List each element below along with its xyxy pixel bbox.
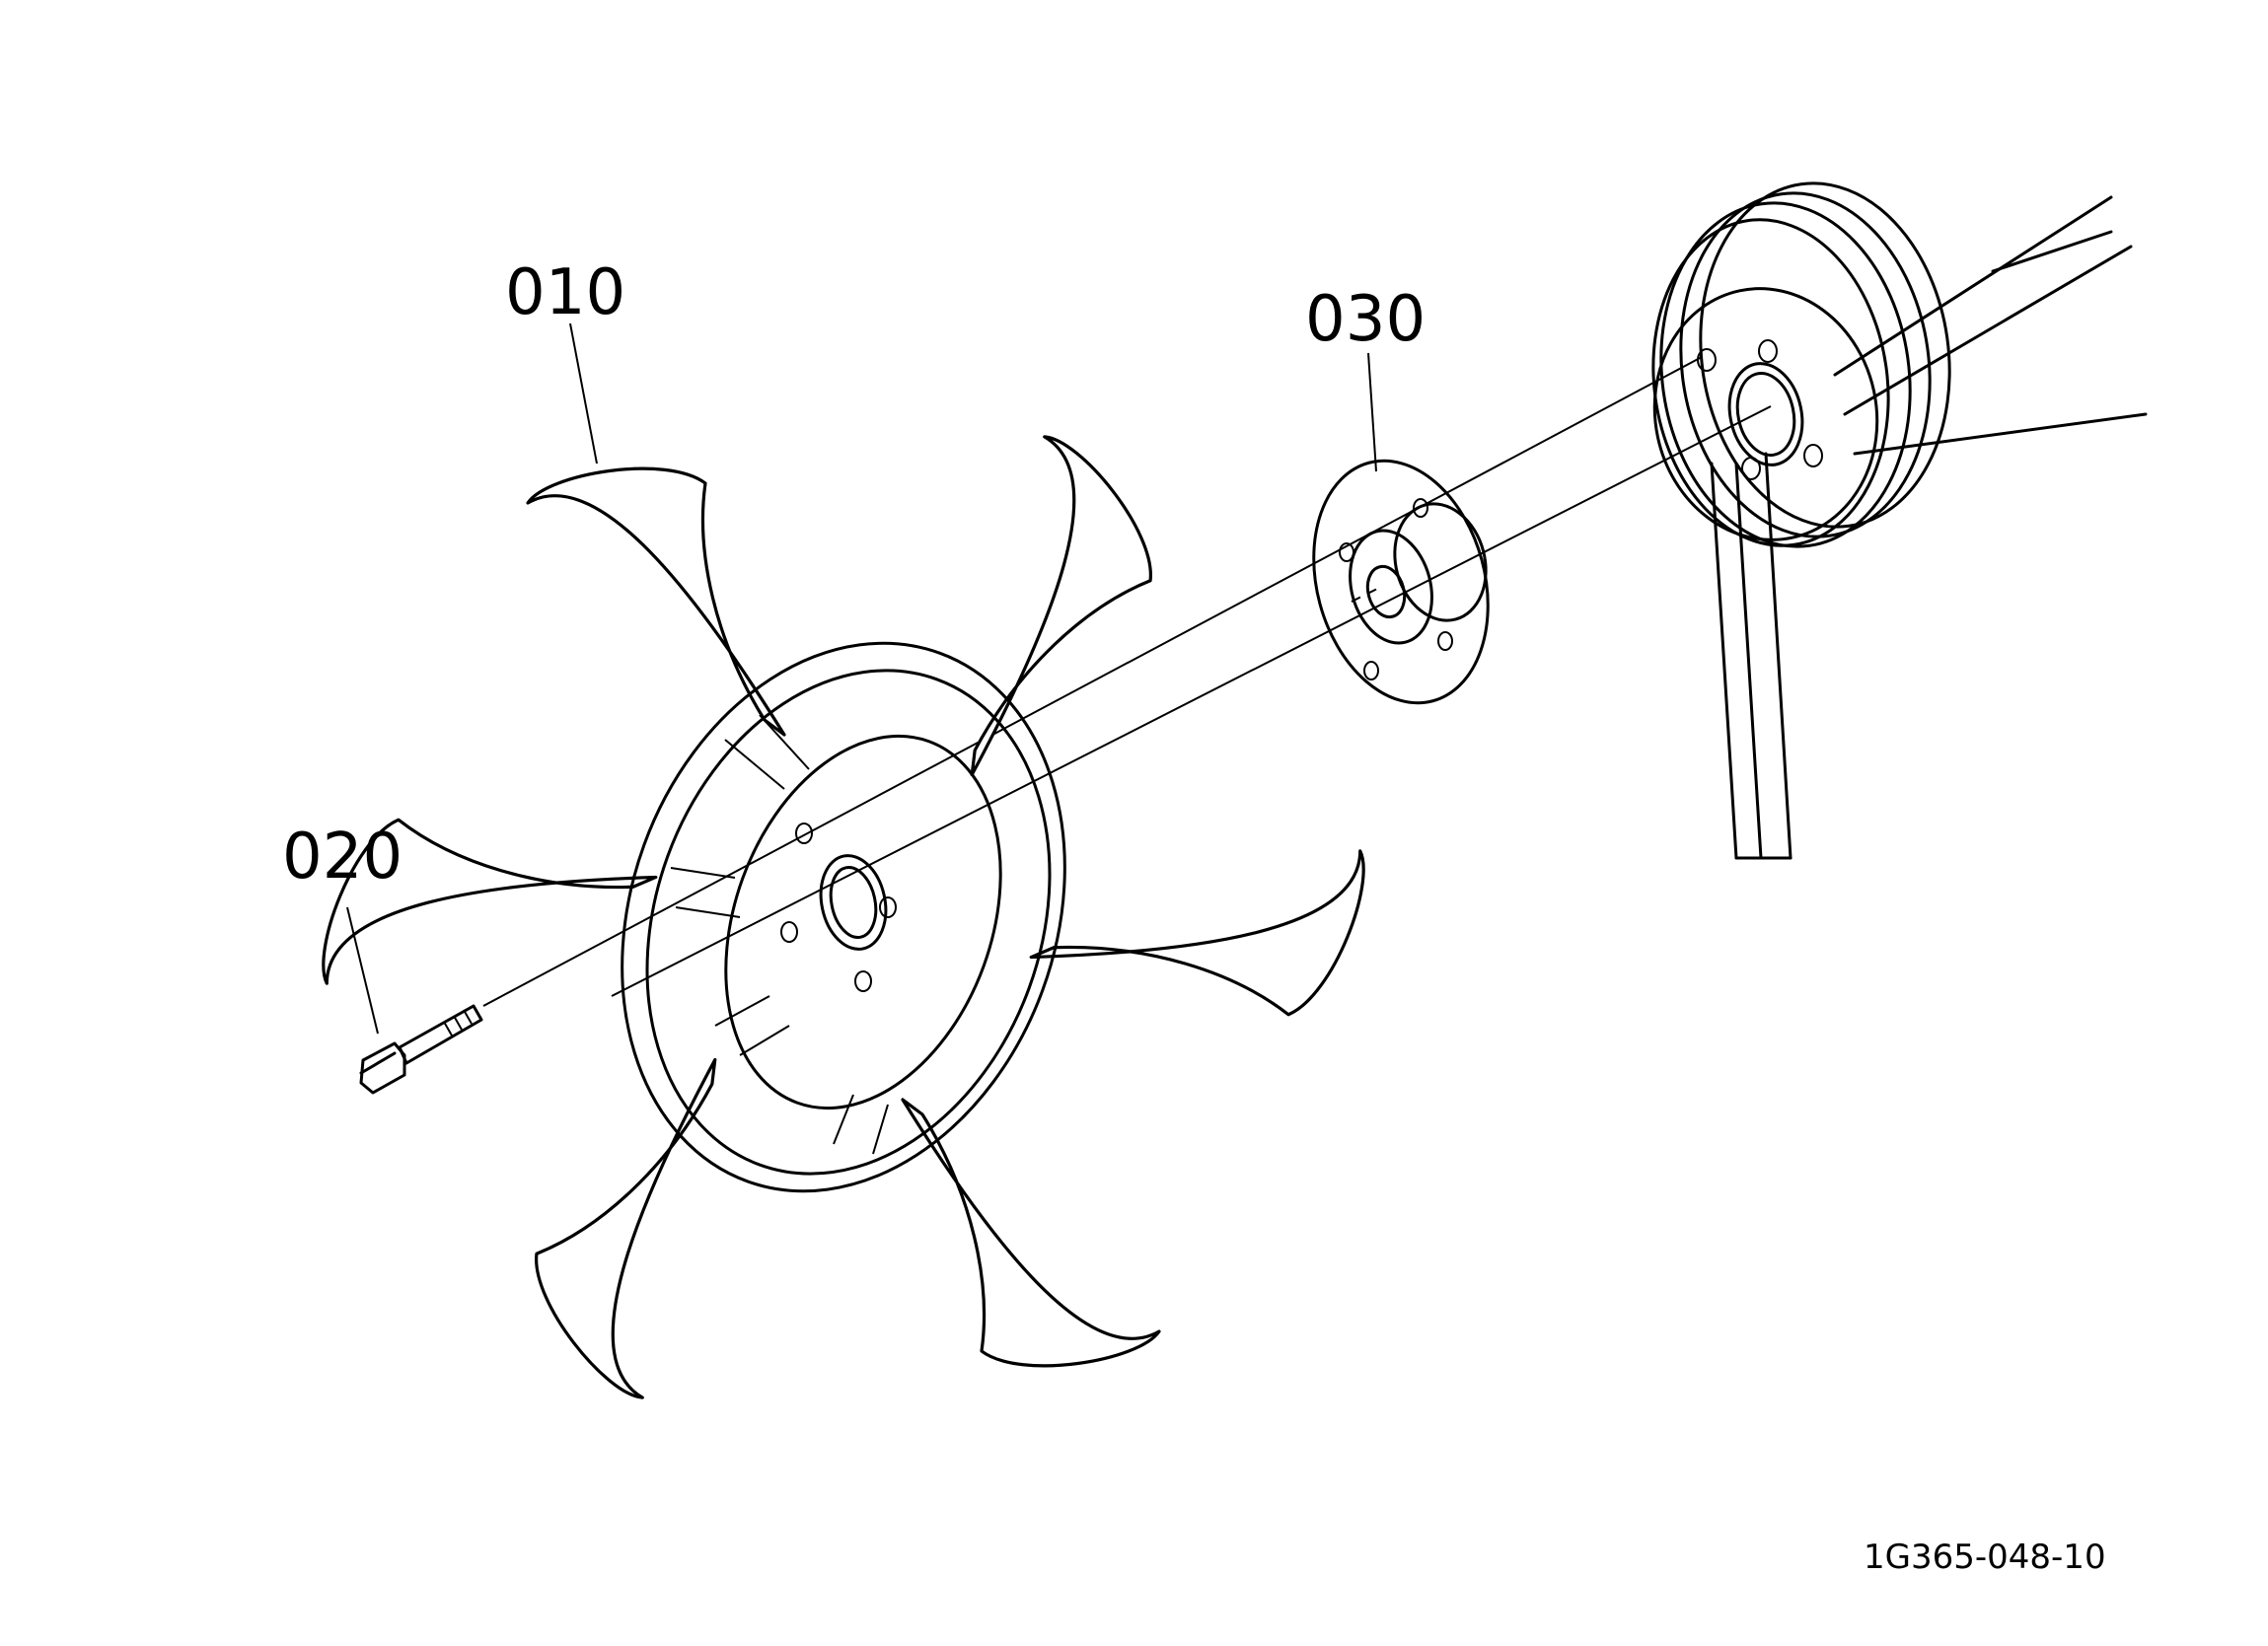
assembly-axis-lines	[482, 356, 1772, 1007]
leader-010	[569, 322, 598, 465]
flange-bolt	[359, 1004, 483, 1095]
figure-reference: 1G365-048-10	[1864, 1538, 2106, 1577]
fan-spacer	[1312, 459, 1490, 705]
pulley-and-belt	[1651, 181, 2148, 860]
leader-020	[346, 906, 379, 1035]
callout-010: 010	[505, 256, 625, 329]
leader-lines	[346, 322, 1377, 1035]
leader-030	[1367, 352, 1377, 472]
callout-030: 030	[1305, 283, 1426, 356]
cooling-fan	[322, 435, 1365, 1399]
callout-020: 020	[282, 821, 402, 894]
